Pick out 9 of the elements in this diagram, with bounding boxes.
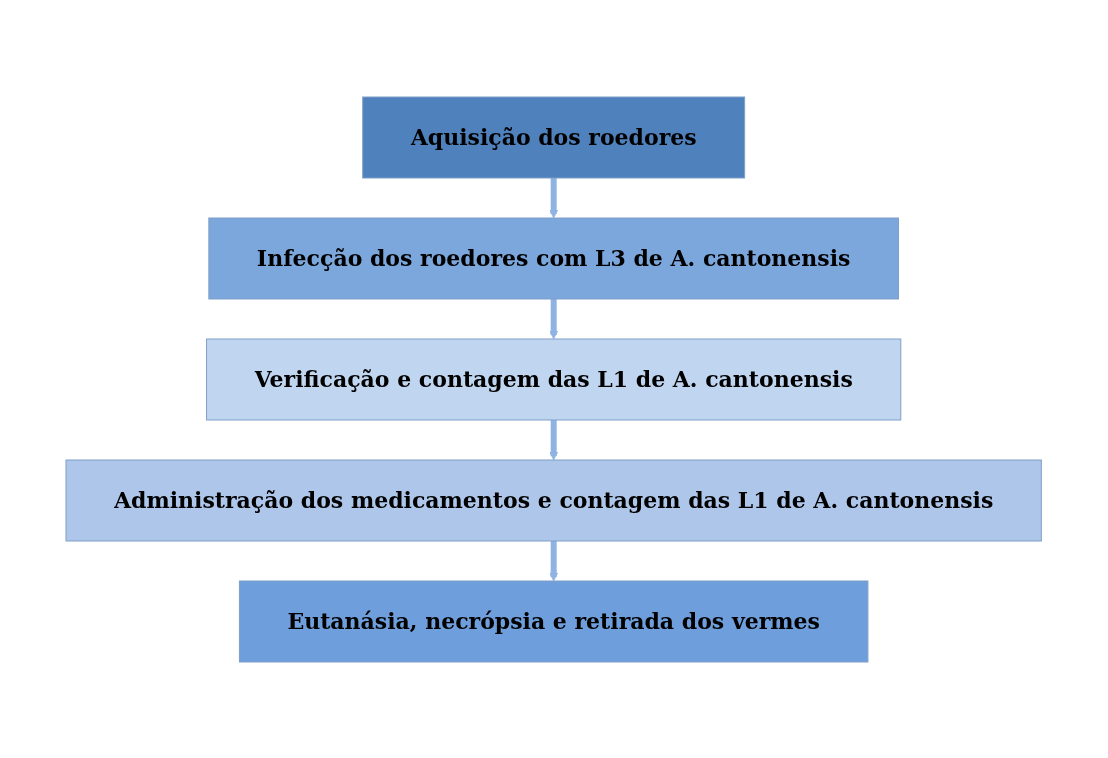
node-box: Administração dos medicamentos e contagem das L1 de A. cantonensis <box>65 459 1043 541</box>
arrow <box>549 177 559 218</box>
arrow <box>549 540 559 581</box>
node-box: Infecção dos roedores com L3 de A. cantonensis <box>208 217 900 299</box>
arrow <box>549 419 559 460</box>
arrow <box>549 298 559 339</box>
node-box: Aquisição dos roedores <box>362 96 746 178</box>
node-box: Verificação e contagem das L1 de A. cantonensis <box>206 338 902 420</box>
node-box: Eutanásia, necrópsia e retirada dos vermes <box>239 580 869 662</box>
